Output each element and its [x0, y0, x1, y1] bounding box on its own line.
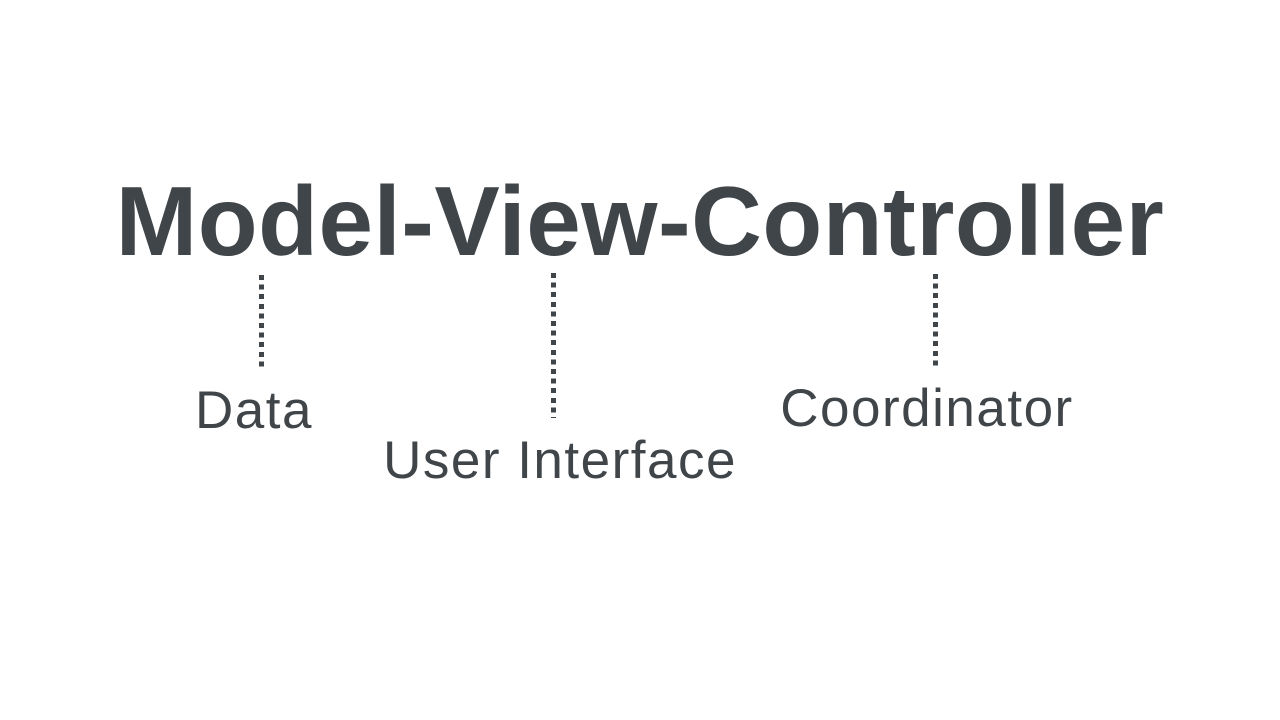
slide-title: Model-View-Controller — [115, 166, 1165, 276]
model-annotation-label: Data — [195, 381, 313, 440]
view-annotation-label: User Interface — [383, 431, 737, 490]
view-leader-line — [551, 273, 556, 418]
model-leader-line — [259, 275, 264, 368]
controller-annotation-label: Coordinator — [780, 379, 1074, 438]
controller-leader-line — [933, 274, 938, 369]
